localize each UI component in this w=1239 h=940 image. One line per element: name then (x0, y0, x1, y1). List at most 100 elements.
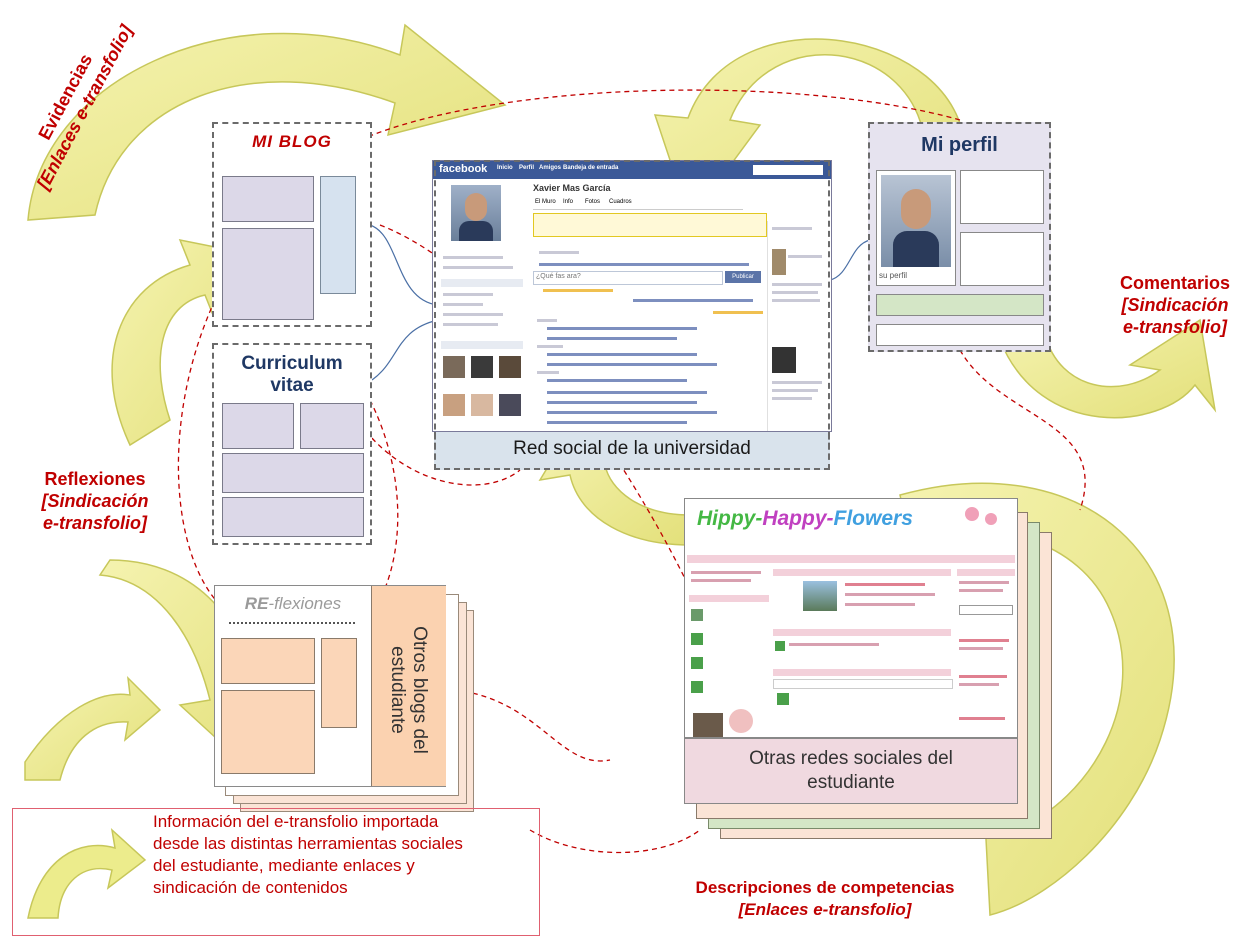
facebook-publish-button[interactable]: Publicar (725, 271, 761, 283)
link-redes-bottom (529, 829, 701, 854)
miperfil-photo-caption: su perfil (879, 271, 908, 280)
cv-title-line1: Curriculum (241, 353, 343, 374)
reflexiones-blog-card: RE-flexiones Otros blogs del estudiante (214, 585, 446, 787)
link-cv-facebook (329, 349, 521, 486)
flower-icon (965, 507, 979, 521)
miperfil-white-bar (876, 324, 1044, 346)
facebook-status-placeholder: ¿Qué fas ara? (536, 273, 581, 280)
facebook-nav-4[interactable]: Bandeja de entrada (563, 165, 619, 171)
reflexiones-block-1 (221, 638, 315, 684)
descripciones-curved-arrow (899, 482, 1175, 916)
evidencias-curved-arrow (27, 23, 507, 221)
facebook-tab-3[interactable]: Fotos (585, 199, 601, 205)
redes-landscape-photo (803, 581, 837, 611)
facebook-nav-2[interactable]: Perfil (519, 165, 535, 171)
comentarios-curved-arrow (998, 318, 1217, 419)
legend-line3: del estudiante, mediante enlaces y (153, 856, 415, 875)
legend-line2: desde las distintas herramientas sociale… (153, 834, 463, 853)
facebook-logo: facebook (439, 163, 488, 175)
cv-block-4 (222, 497, 364, 537)
comentarios-label: Comentarios [Sindicación e-transfolio] (1105, 272, 1239, 338)
facebook-ads-column (767, 221, 828, 431)
redes-screenshot: Hippy-Happy-Flowers (684, 498, 1018, 738)
cv-box: Curriculum vitae (212, 343, 372, 545)
facebook-tab-2[interactable]: Info (563, 199, 574, 205)
facebook-profile-photo (451, 185, 501, 241)
descripciones-label: Descripciones de competencias [Enlaces e… (660, 877, 990, 921)
link-miblog-perfil (359, 89, 961, 141)
facebook-screenshot: facebook Inicio Perfil Amigos Bandeja de… (432, 160, 832, 432)
redes-caption-box: Otras redes sociales del estudiante (684, 738, 1018, 804)
cv-title-line2: vitae (270, 375, 314, 396)
reflexiones-dotted-rule (229, 622, 355, 624)
miperfil-box: Mi perfil su perfil (868, 122, 1051, 352)
legend-line1: Información del e-transfolio importada (153, 812, 439, 831)
miblog-block-side (320, 176, 356, 294)
redes-site-title: Hippy-Happy-Flowers (697, 507, 913, 531)
redes-center-column (773, 569, 953, 737)
facebook-status-input[interactable]: ¿Qué fas ara? (533, 271, 723, 285)
reflexiones-blog-title: RE-flexiones (223, 594, 363, 614)
facebook-tab-1[interactable]: El Muro (535, 199, 556, 205)
redes-title-part2: Happy- (762, 507, 834, 530)
reflexiones-sub-1: [Sindicación (41, 491, 149, 511)
miperfil-block-1 (960, 170, 1044, 224)
comentarios-sub-1: [Sindicación (1121, 295, 1229, 315)
facebook-nav-1[interactable]: Inicio (497, 165, 513, 171)
legend-arrow-icon (24, 675, 162, 781)
legend-text: Información del e-transfolio importada d… (153, 811, 533, 899)
facebook-search-box[interactable] (753, 165, 823, 175)
redes-right-column (957, 569, 1015, 737)
otros-blogs-panel: Otros blogs del estudiante (371, 586, 446, 786)
facebook-notice (533, 213, 767, 237)
comentarios-title: Comentarios (1119, 273, 1231, 293)
facebook-friends-grid (443, 356, 523, 426)
reflexiones-title: Reflexiones (44, 469, 146, 489)
miblog-box: MI BLOG (212, 122, 372, 327)
redes-title-part3: Flowers (833, 507, 913, 530)
link-facebook-perfil (829, 239, 871, 281)
flower-icon-2 (985, 513, 997, 525)
descripciones-title: Descripciones de competencias (695, 878, 955, 897)
reflexiones-title-rest: -flexiones (268, 594, 342, 613)
redes-nav-bar (687, 555, 1015, 563)
reflexiones-label: Reflexiones [Sindicación e-transfolio] (20, 468, 170, 534)
facebook-publish-label: Publicar (732, 274, 754, 280)
reflexiones-block-side (321, 638, 357, 728)
redes-title-part1: Hippy- (697, 507, 763, 530)
reflexiones-block-2 (221, 690, 315, 774)
miperfil-green-bar (876, 294, 1044, 316)
legend-line4: sindicación de contenidos (153, 878, 348, 897)
redes-caption-line1: Otras redes sociales del (749, 748, 953, 769)
descripciones-sub: [Enlaces e-transfolio] (738, 900, 912, 919)
miperfil-block-2 (960, 232, 1044, 286)
link-miblog-facebook (369, 224, 439, 306)
comentarios-sub-2: e-transfolio] (1122, 317, 1227, 337)
link-cv-reflexiones (329, 399, 399, 651)
miperfil-photo-card: su perfil (876, 170, 956, 286)
reflexiones-sub-2: e-transfolio] (42, 513, 147, 533)
miperfil-title: Mi perfil (921, 134, 998, 156)
facebook-tabs: El Muro Info Fotos Cuadros (533, 197, 743, 210)
perfil-to-facebook-arrow (653, 38, 966, 222)
cv-block-1 (222, 403, 294, 449)
facebook-caption-box: Red social de la universidad (434, 432, 830, 470)
otros-blogs-line1: Otros blogs del (409, 626, 430, 754)
link-cv-facebook-blue (371, 319, 439, 381)
otros-blogs-line2: estudiante (387, 646, 408, 734)
facebook-outline (434, 160, 830, 470)
facebook-user-name: Xavier Mas García (533, 183, 611, 193)
cv-title: Curriculum vitae (214, 353, 370, 397)
miperfil-photo (881, 175, 951, 267)
link-reflexiones-redes (454, 689, 611, 762)
facebook-nav-3[interactable]: Amigos (539, 165, 562, 171)
facebook-tab-4[interactable]: Cuadros (609, 199, 632, 205)
link-perfil-redes (959, 349, 1086, 511)
cv-block-3 (222, 453, 364, 493)
legend-box: Información del e-transfolio importada d… (12, 808, 540, 936)
facebook-topbar: facebook Inicio Perfil Amigos Bandeja de… (433, 161, 831, 179)
miblog-title: MI BLOG (252, 132, 332, 151)
legend-arrow-icon-svg (27, 827, 147, 919)
miblog-block-2 (222, 228, 314, 320)
